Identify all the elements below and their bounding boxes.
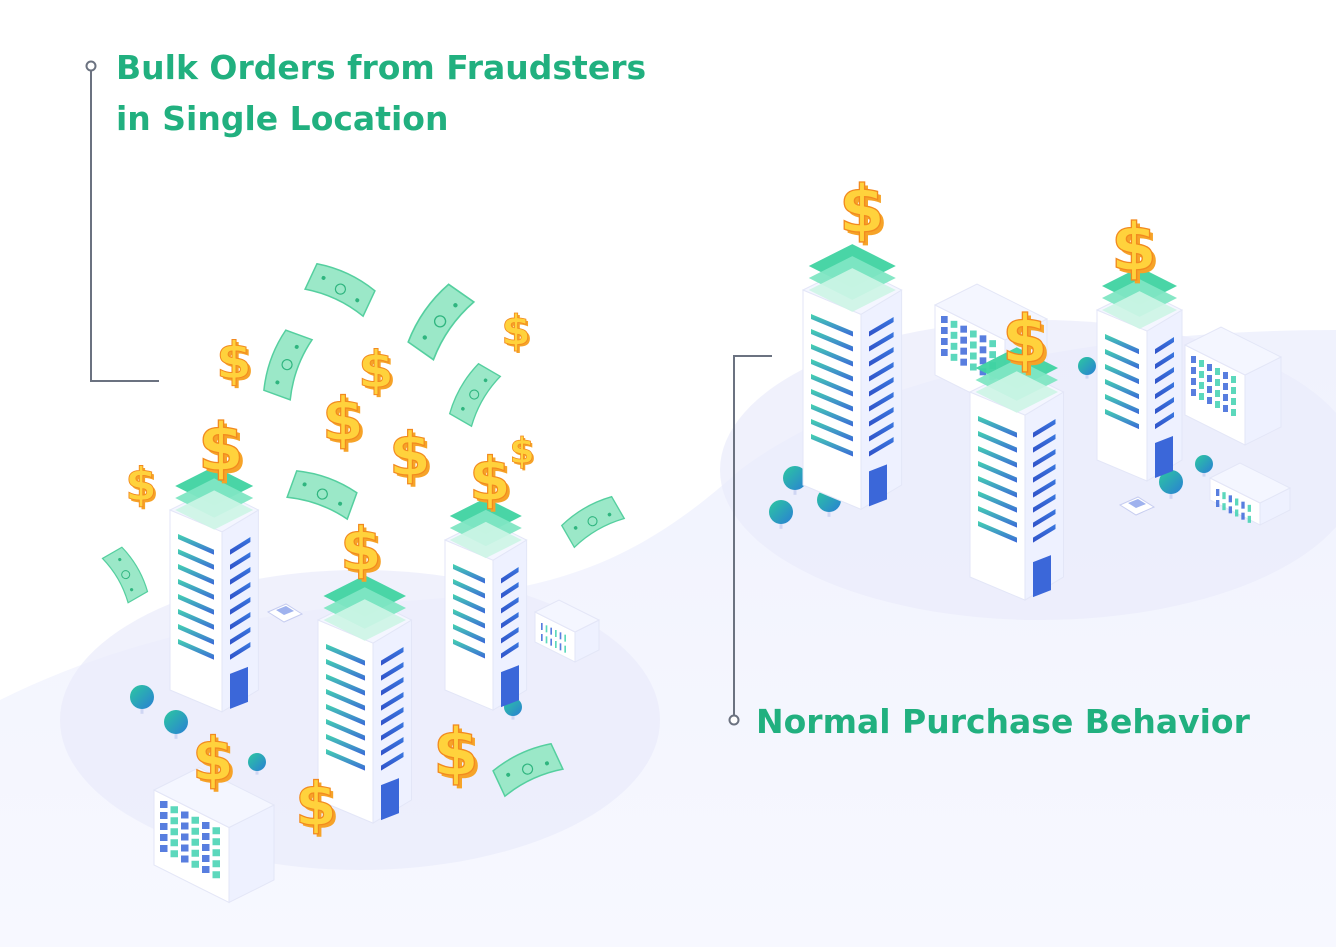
left-tree-1 (130, 685, 154, 714)
right-low-building (1208, 462, 1292, 526)
svg-text:$: $ (469, 445, 511, 515)
left-bill-8 (492, 742, 565, 798)
svg-text:$: $ (503, 308, 532, 357)
right-tree-6 (1195, 455, 1213, 477)
svg-text:$: $ (216, 332, 252, 391)
right-tree-5 (1159, 470, 1183, 499)
left-dollar-13: $$ (295, 769, 340, 843)
svg-text:$: $ (433, 714, 479, 791)
buildings-layer (152, 244, 1184, 904)
callout-fraud (85, 60, 159, 382)
right-dollar-2: $$ (1110, 208, 1160, 289)
left-small-building (533, 599, 601, 663)
svg-text:$: $ (1111, 209, 1157, 286)
svg-text:$: $ (343, 518, 385, 588)
svg-text:$: $ (839, 171, 885, 248)
left-dollar-9: $$ (469, 444, 514, 518)
left-dollar-1: $$ (216, 331, 255, 394)
left-bill-1 (303, 262, 376, 318)
svg-text:$: $ (1002, 301, 1048, 378)
normal-callout-label: Normal Purchase Behavior (756, 696, 1250, 747)
left-office-block (152, 766, 276, 904)
right-tower-1 (801, 244, 903, 511)
svg-text:$: $ (392, 423, 434, 493)
svg-text:$: $ (295, 770, 337, 840)
right-tree-4 (1078, 357, 1096, 379)
right-dollar-3: $$ (1001, 300, 1051, 381)
svg-text:$: $ (389, 420, 431, 490)
svg-text:$: $ (201, 412, 247, 489)
coins-layer: $$$$$$$$$$$$$$$$$$$$$$$$$$$$$$$$ (125, 170, 1160, 843)
svg-text:$: $ (358, 341, 394, 400)
callout-normal (728, 355, 772, 726)
right-tree-1 (783, 466, 807, 495)
svg-text:$: $ (1005, 304, 1051, 381)
bills-layer (101, 262, 626, 798)
svg-text:$: $ (192, 725, 234, 795)
right-car (1118, 496, 1156, 516)
svg-text:$: $ (509, 431, 534, 472)
left-dollar-5: $$ (389, 419, 434, 493)
svg-text:$: $ (325, 388, 367, 458)
svg-text:$: $ (436, 717, 482, 794)
left-dollar-4: $$ (322, 384, 367, 458)
right-tree-3 (769, 500, 793, 529)
fraud-label-line-2: in Single Location (116, 99, 449, 138)
left-dollar-10: $$ (340, 514, 385, 588)
left-bill-2 (263, 329, 314, 401)
svg-text:$: $ (298, 773, 340, 843)
left-dollar-8: $$ (197, 408, 247, 489)
left-dollar-6: $$ (509, 431, 536, 474)
left-car (266, 603, 304, 623)
svg-text:$: $ (195, 728, 237, 798)
right-tower-3 (968, 347, 1065, 601)
svg-text:$: $ (472, 448, 514, 518)
svg-text:$: $ (511, 433, 536, 474)
svg-text:$: $ (842, 174, 888, 251)
left-bill-5 (286, 470, 358, 521)
svg-text:$: $ (198, 409, 244, 486)
left-bill-7 (101, 546, 149, 604)
svg-text:$: $ (125, 458, 156, 511)
left-dollar-7: $$ (125, 458, 159, 514)
fraud-label-line-1: Bulk Orders from Fraudsters (116, 48, 647, 87)
svg-text:$: $ (340, 515, 382, 585)
left-bill-3 (407, 283, 476, 361)
left-bill-6 (560, 495, 626, 549)
svg-text:$: $ (322, 385, 364, 455)
svg-text:$: $ (361, 344, 397, 403)
left-bill-4 (448, 362, 502, 428)
left-dollar-11: $$ (192, 724, 237, 798)
left-dollar-2: $$ (358, 340, 397, 403)
right-office-block-2 (1183, 326, 1283, 446)
left-tower-2 (443, 497, 528, 712)
left-dollar-12: $$ (432, 713, 482, 794)
left-tower-3 (316, 575, 413, 824)
normal-label-text: Normal Purchase Behavior (756, 702, 1250, 741)
right-dollar-1: $$ (838, 170, 888, 251)
left-dollar-3: $$ (501, 306, 533, 358)
svg-text:$: $ (1114, 212, 1160, 289)
right-tower-2 (1095, 267, 1184, 482)
svg-text:$: $ (128, 460, 159, 513)
svg-text:$: $ (501, 306, 530, 355)
fraud-callout-label: Bulk Orders from Fraudsters in Single Lo… (116, 42, 646, 144)
left-tower-1 (168, 466, 260, 713)
svg-text:$: $ (219, 335, 255, 394)
left-tree-3 (248, 753, 266, 775)
left-tree-2 (164, 710, 188, 739)
